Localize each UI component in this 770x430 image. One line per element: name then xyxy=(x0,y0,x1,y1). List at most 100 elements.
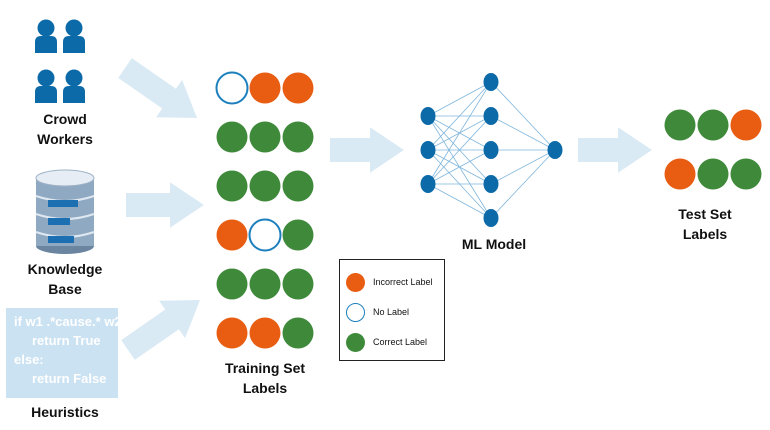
source-icons xyxy=(35,19,95,254)
network-node xyxy=(483,175,499,193)
training-set-label: Training Set Labels xyxy=(205,358,325,398)
person-head xyxy=(65,19,83,37)
legend-item-incorrect: Incorrect Label xyxy=(346,270,433,294)
network-node xyxy=(483,209,499,227)
training-incorrect-circle xyxy=(216,219,248,251)
training-none-circle xyxy=(248,218,282,252)
training-correct-circle xyxy=(282,121,314,153)
training-incorrect-circle xyxy=(249,72,281,104)
heuristics-label: Heuristics xyxy=(31,404,99,420)
crowd-workers-label: Crowd Workers xyxy=(20,109,110,149)
network-edge xyxy=(427,149,492,185)
training-correct-circle xyxy=(282,268,314,300)
test-incorrect-circle xyxy=(664,158,696,190)
person-head xyxy=(65,69,83,87)
network-node xyxy=(483,141,499,159)
legend-item-correct: Correct Label xyxy=(346,330,427,354)
person-icon xyxy=(35,69,57,103)
training-correct-circle xyxy=(216,170,248,202)
training-none-circle xyxy=(215,71,249,105)
knowledge-base-label: Knowledge Base xyxy=(15,259,115,299)
legend-item-none: No Label xyxy=(346,300,409,324)
training-set-grid xyxy=(215,71,314,349)
training-correct-circle xyxy=(216,268,248,300)
crowd-workers-line1: Crowd xyxy=(43,111,87,127)
knowledge-base-line1: Knowledge xyxy=(27,261,103,277)
training-correct-circle xyxy=(249,170,281,202)
test-correct-circle xyxy=(697,158,729,190)
training-set-line2: Labels xyxy=(242,380,288,396)
code-line-3: else: xyxy=(14,352,44,367)
network-edge xyxy=(490,149,556,219)
training-correct-circle xyxy=(282,317,314,349)
test-set-grid xyxy=(664,109,762,190)
code-line-2: return True xyxy=(32,333,101,348)
legend-correct-dot xyxy=(346,332,365,352)
database-icon xyxy=(35,169,95,254)
legend-none-dot xyxy=(346,302,365,322)
network-edge xyxy=(427,81,492,117)
network-node xyxy=(483,107,499,125)
code-line-4: return False xyxy=(32,371,107,386)
legend-incorrect-label: Incorrect Label xyxy=(373,277,433,287)
person-icon xyxy=(35,19,57,53)
ml-model-label: ML Model xyxy=(461,236,527,252)
training-correct-circle xyxy=(249,121,281,153)
training-incorrect-circle xyxy=(216,317,248,349)
person-body xyxy=(35,86,57,103)
test-set-line2: Labels xyxy=(682,226,728,242)
network-edge xyxy=(427,183,492,219)
network-edge xyxy=(427,81,492,151)
arrow-heuristics-to-training xyxy=(121,300,200,360)
training-correct-circle xyxy=(282,170,314,202)
ml-model-network xyxy=(420,73,563,227)
legend: Incorrect Label No Label Correct Label xyxy=(339,259,445,361)
arrow-model-to-test xyxy=(578,127,652,173)
network-edge xyxy=(427,115,492,185)
person-icon xyxy=(63,69,85,103)
person-head xyxy=(37,69,55,87)
arrows xyxy=(118,58,652,360)
knowledge-base-line2: Base xyxy=(48,281,82,297)
network-node xyxy=(420,107,436,125)
person-body xyxy=(63,36,85,53)
arrow-crowd-to-training xyxy=(118,58,197,118)
person-icon xyxy=(63,19,85,53)
network-edge xyxy=(490,115,556,151)
arrow-kb-to-training xyxy=(126,182,204,228)
test-set-label: Test Set Labels xyxy=(650,204,760,244)
database-record xyxy=(48,236,74,243)
legend-incorrect-dot xyxy=(346,272,365,292)
training-set-line1: Training Set xyxy=(224,360,306,376)
test-correct-circle xyxy=(697,109,729,141)
legend-none-label: No Label xyxy=(373,307,410,317)
training-incorrect-circle xyxy=(282,72,314,104)
database-record xyxy=(48,200,78,207)
network-edge xyxy=(490,81,556,151)
test-correct-circle xyxy=(730,158,762,190)
training-correct-circle xyxy=(249,268,281,300)
network-edge xyxy=(427,81,492,185)
arrow-training-to-model xyxy=(330,127,404,173)
test-set-line1: Test Set xyxy=(678,206,732,222)
database-record xyxy=(48,218,70,225)
person-head xyxy=(37,19,55,37)
crowd-workers-line2: Workers xyxy=(37,131,93,147)
legend-correct-label: Correct Label xyxy=(373,337,428,347)
network-node xyxy=(483,73,499,91)
network-edge xyxy=(490,149,556,185)
database-top xyxy=(35,169,95,187)
person-body xyxy=(35,36,57,53)
code-line-1: if w1 .*cause.* w2: xyxy=(14,314,126,329)
training-incorrect-circle xyxy=(249,317,281,349)
network-node xyxy=(420,141,436,159)
database-face xyxy=(36,178,94,246)
heuristics-code-box: if w1 .*cause.* w2: return True else: re… xyxy=(6,308,126,398)
network-node xyxy=(547,141,563,159)
test-incorrect-circle xyxy=(730,109,762,141)
training-correct-circle xyxy=(216,121,248,153)
network-node xyxy=(420,175,436,193)
test-correct-circle xyxy=(664,109,696,141)
person-body xyxy=(63,86,85,103)
